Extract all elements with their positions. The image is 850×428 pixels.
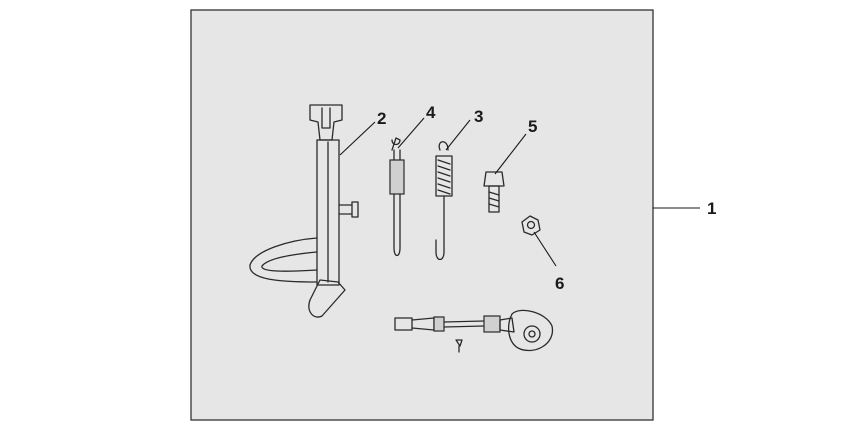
leader-3 xyxy=(445,119,471,151)
spring-outer xyxy=(389,137,405,257)
leader-2 xyxy=(339,121,376,156)
nut xyxy=(521,215,541,236)
side-stand xyxy=(249,104,359,318)
leader-5 xyxy=(494,133,527,175)
callout-2: 2 xyxy=(377,109,386,128)
side-stand-switch xyxy=(394,309,553,353)
leader-6 xyxy=(533,231,557,267)
callout-4: 4 xyxy=(426,103,436,122)
callout-1: 1 xyxy=(707,199,716,218)
callout-6: 6 xyxy=(555,274,564,293)
leader-4 xyxy=(397,117,425,149)
callout-3: 3 xyxy=(474,107,483,126)
callout-5: 5 xyxy=(528,117,537,136)
spring-inner xyxy=(435,141,453,261)
diagram-frame xyxy=(190,9,654,421)
